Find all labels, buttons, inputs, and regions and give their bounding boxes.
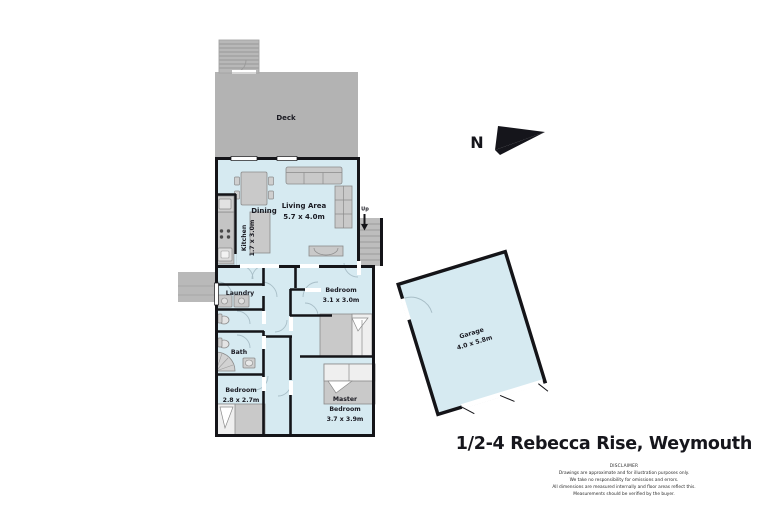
opening-linen-door xyxy=(289,317,293,331)
deck-floor xyxy=(215,72,358,158)
disclaimer-block: DISCLAIMER Drawings are approximate and … xyxy=(480,464,768,499)
wc-door-swing-icon xyxy=(236,310,251,325)
pillow-icon xyxy=(219,406,234,430)
label-master-dims: 3.7 x 3.9m xyxy=(327,416,364,423)
deck-stair-treads xyxy=(219,43,259,69)
label-bath: Bath xyxy=(231,349,247,356)
label-living-area-dims: 5.7 x 4.0m xyxy=(283,213,324,221)
furniture-living-dining-kitchen xyxy=(215,166,353,265)
page-title: 1/2-4 Rebecca Rise, Weymouth xyxy=(455,434,753,454)
cooktop-burner-icon xyxy=(219,235,224,239)
door-laundry-exterior-icon xyxy=(214,282,219,306)
dining-chair-icon xyxy=(268,190,274,200)
kitchen-island-icon xyxy=(249,211,271,254)
window-dining-icon xyxy=(230,156,258,161)
bed-linen-icon xyxy=(323,363,376,382)
label-deck: Deck xyxy=(276,114,296,122)
deck-area xyxy=(215,39,358,158)
deck-stairs xyxy=(219,40,259,73)
opening-master-door xyxy=(289,381,293,395)
label-bedroom2-name: Bedroom xyxy=(325,287,356,294)
bedroom2-door-swing-icon xyxy=(302,281,319,298)
disclaimer-line-2: We take no responsibility for omissions … xyxy=(569,477,679,483)
garage-block: Garage 4.0 x 5.8m xyxy=(396,249,549,417)
disclaimer-heading: DISCLAIMER xyxy=(609,464,639,469)
opening-living-stairs xyxy=(357,261,361,275)
dining-chair-icon xyxy=(234,176,240,186)
deck-door-opening xyxy=(232,70,256,74)
internal-staircase: Up xyxy=(360,207,382,266)
opening-wc-door xyxy=(262,311,266,324)
label-dining: Dining xyxy=(251,207,277,215)
opening-kitchen-hall xyxy=(240,264,266,268)
exterior-step-pad xyxy=(178,272,215,302)
window-living-icon xyxy=(276,156,298,161)
disclaimer-line-4: Measurements should be verified by the b… xyxy=(573,491,675,497)
linen-door-swing-icon xyxy=(274,319,288,333)
opening-bedroom3-door xyxy=(262,377,266,391)
label-kitchen-name: Kitchen xyxy=(241,225,248,252)
media-unit-icon xyxy=(308,245,344,257)
sofa-icon xyxy=(285,166,343,185)
garage-door-swing-icon xyxy=(404,296,433,313)
label-bedroom2-dims: 3.1 x 3.0m xyxy=(323,297,360,304)
label-bedroom3-dims: 2.8 x 2.7m xyxy=(223,397,260,404)
disclaimer-line-3: All dimensions are measured internally a… xyxy=(552,484,696,490)
label-master-name-2: Bedroom xyxy=(329,406,360,413)
dining-chair-icon xyxy=(268,176,274,186)
furniture-bedroom-3 xyxy=(216,403,266,437)
pillow-icon xyxy=(327,380,354,394)
sink-icon xyxy=(218,198,232,210)
bath-door-swing-icon xyxy=(236,334,251,349)
label-living-area-name: Living Area xyxy=(282,202,327,210)
laundry-door-swing-icon xyxy=(217,281,233,297)
garage-floor xyxy=(398,251,546,415)
opening-bedroom2-door xyxy=(300,264,319,268)
furniture-laundry xyxy=(216,294,250,308)
living-door-swing-icon xyxy=(343,262,359,278)
compass-arrow-lower-icon xyxy=(495,132,545,155)
toilet-cistern-icon xyxy=(217,337,223,348)
dining-table-icon xyxy=(240,171,268,206)
opening-closet xyxy=(305,288,321,292)
label-kitchen-dims: 1.7 x 3.0m xyxy=(249,220,256,257)
label-bedroom3-name: Bedroom xyxy=(225,387,256,394)
pillow-icon xyxy=(351,317,369,332)
furniture-master-bedroom xyxy=(323,363,376,405)
deck-stairs-outline xyxy=(218,39,260,74)
north-compass: N xyxy=(470,126,545,155)
toilet-cistern-icon xyxy=(217,313,223,324)
cooktop-burner-icon xyxy=(219,229,224,233)
garage-roller-door-opening xyxy=(460,379,544,410)
openings xyxy=(214,156,361,395)
compass-arrow-upper-icon xyxy=(495,126,545,150)
furniture-bedroom-2 xyxy=(319,313,373,357)
exterior-step xyxy=(178,272,215,302)
garage-roller-door-marks xyxy=(461,383,549,415)
label-master-name-1: Master xyxy=(333,396,358,403)
label-laundry: Laundry xyxy=(226,290,254,297)
cooktop-burner-icon xyxy=(226,235,231,239)
disclaimer-line-1: Drawings are approximate and for illustr… xyxy=(558,470,690,476)
basin-icon xyxy=(245,359,253,367)
opening-bath-door xyxy=(262,336,266,349)
garage-side-door-opening xyxy=(400,298,411,321)
opening-hall-door xyxy=(264,264,279,268)
stair-up-label: Up xyxy=(361,207,369,213)
up-arrow-head-icon xyxy=(361,224,368,231)
cooktop-burner-icon xyxy=(226,229,231,233)
compass-north-label: N xyxy=(470,133,483,152)
